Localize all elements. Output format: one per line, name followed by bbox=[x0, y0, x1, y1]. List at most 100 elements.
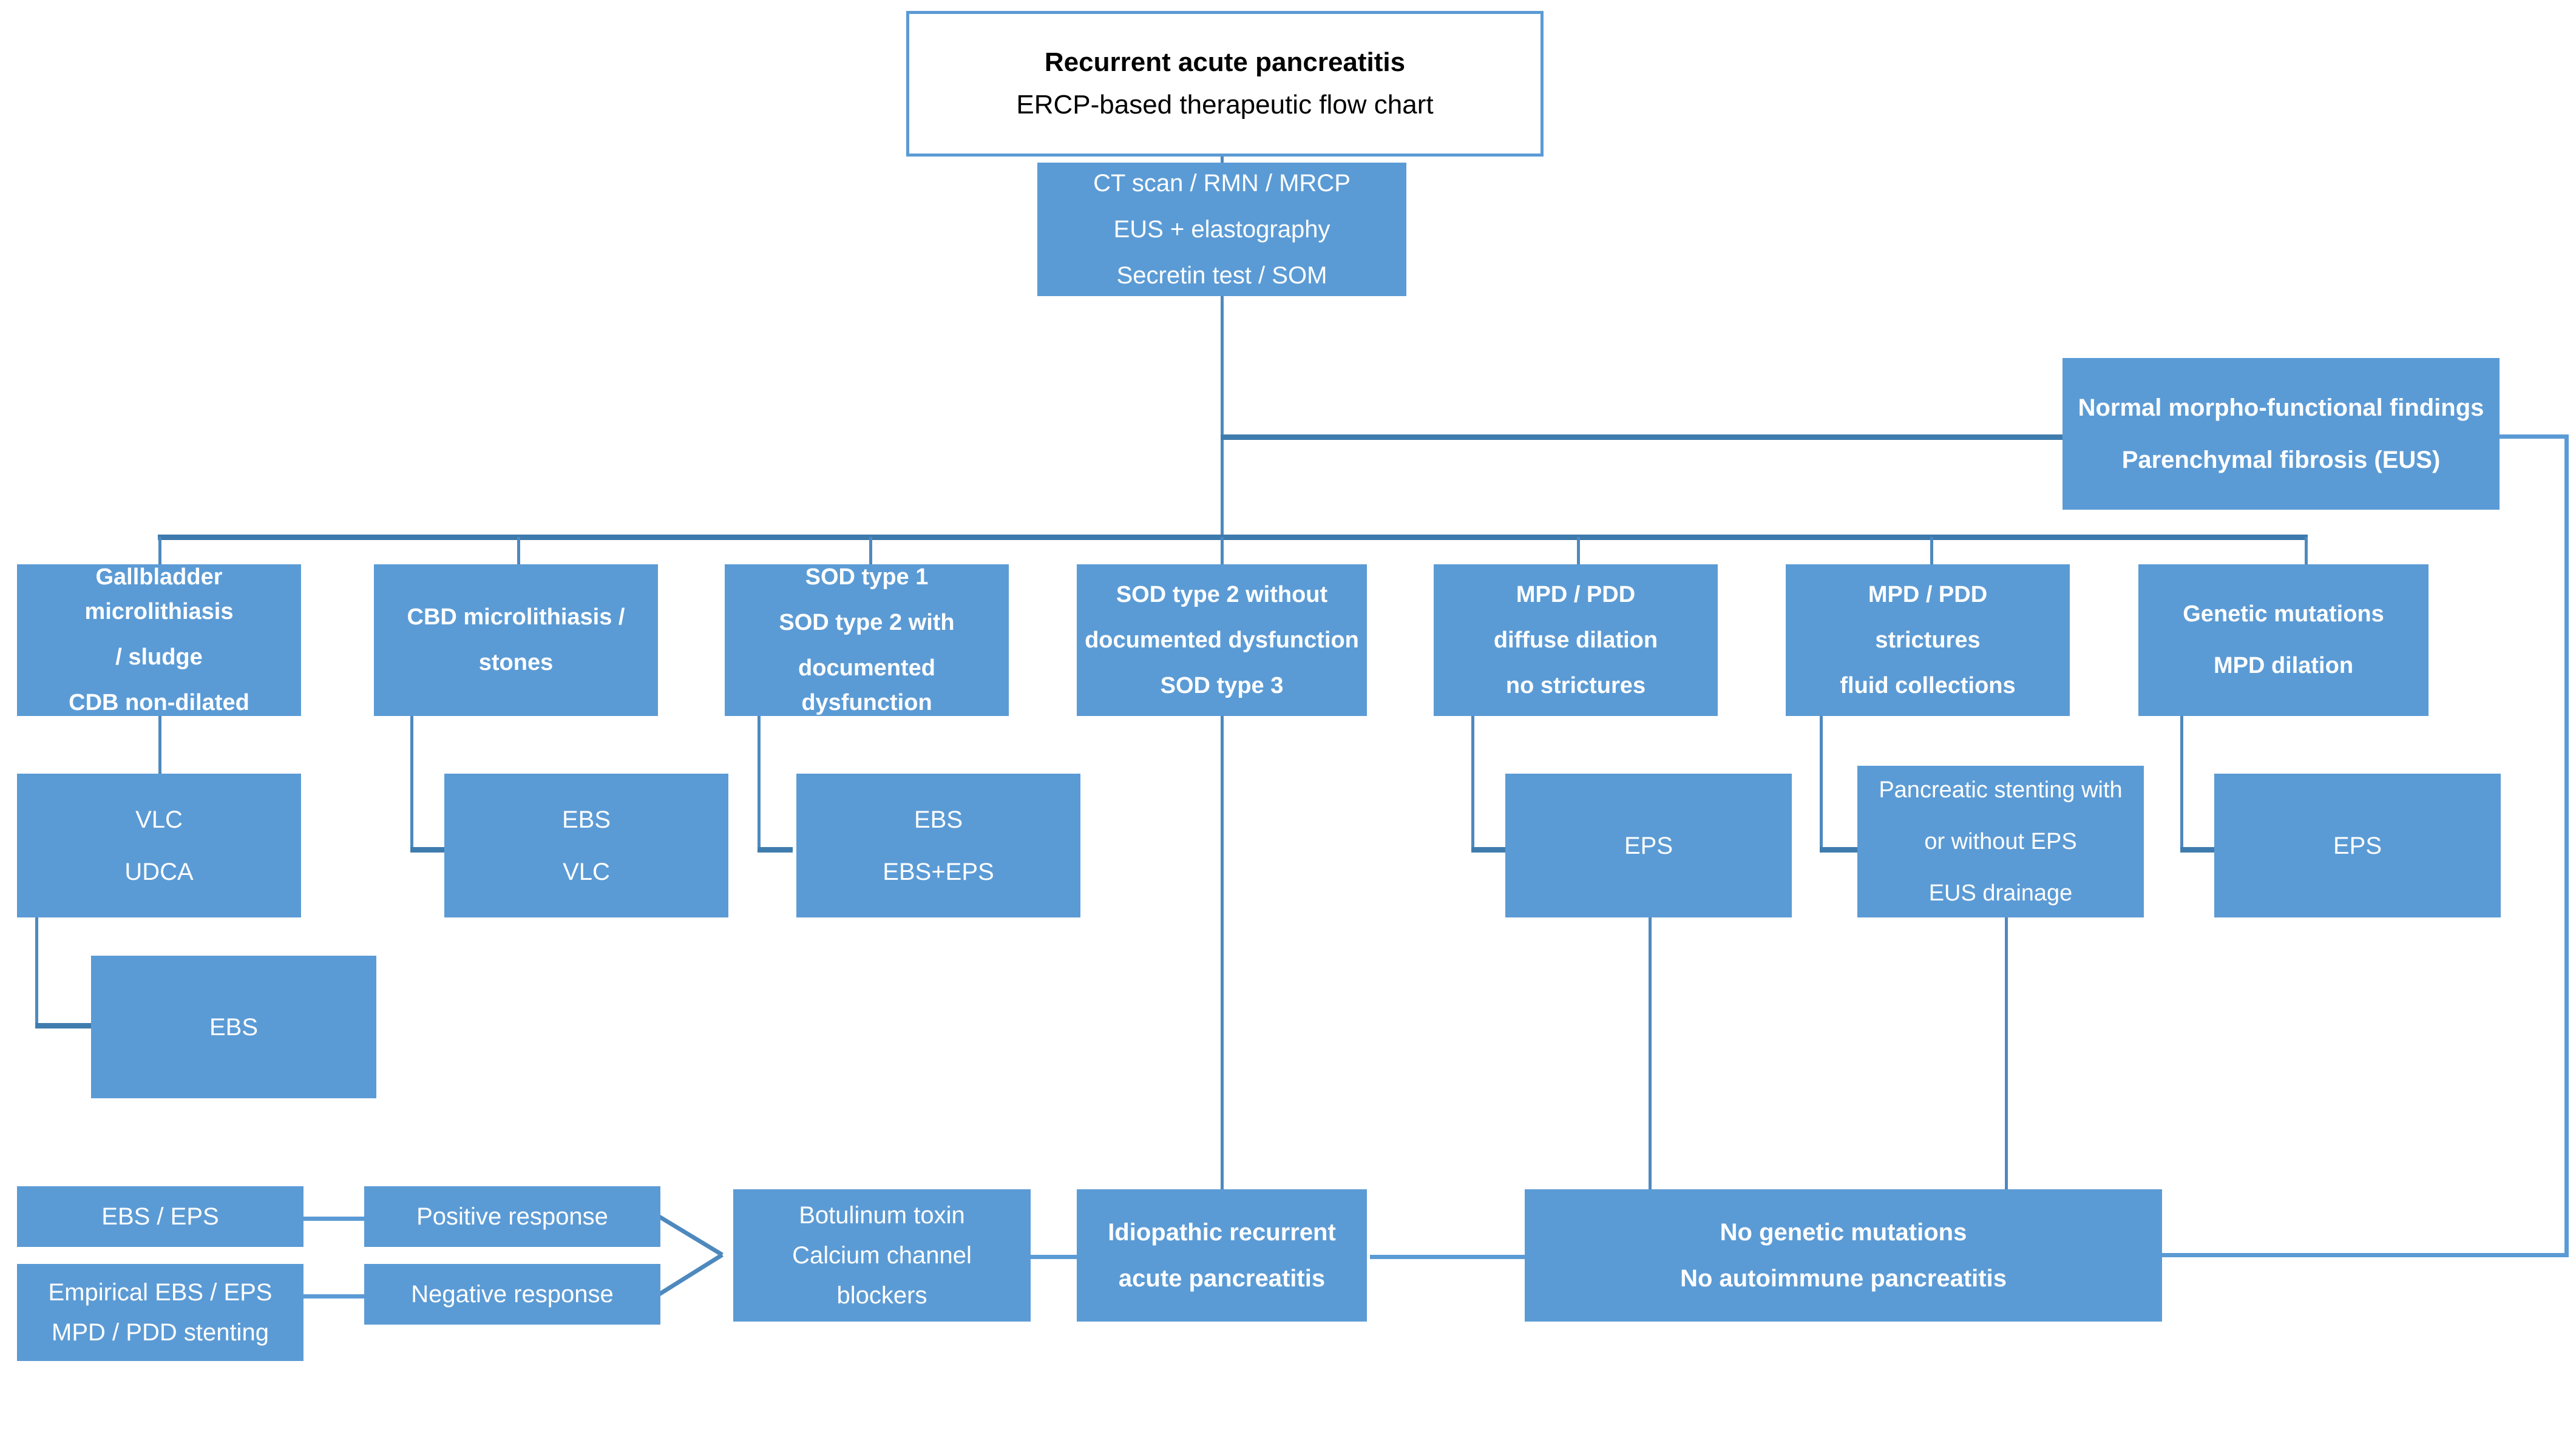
connector-bus-drop-4 bbox=[1221, 537, 1224, 564]
title-box: Recurrent acute pancreatitis ERCP-based … bbox=[906, 11, 1544, 157]
bottom-positive-response-line-1: Positive response bbox=[416, 1203, 608, 1230]
category-sod1-box: SOD type 1 SOD type 2 with documented dy… bbox=[725, 564, 1009, 716]
category-gallbladder-box: Gallbladder microlithiasis / sludge CDB … bbox=[17, 564, 301, 716]
category-sod2-sod3-line-2: documented dysfunction bbox=[1085, 627, 1359, 653]
connector-stenting-to-no-mutations bbox=[2005, 917, 2008, 1194]
category-gallbladder-line-1: Gallbladder microlithiasis bbox=[84, 564, 234, 624]
treatment-eps-1-line-1: EPS bbox=[1624, 832, 1673, 859]
category-mpd-diffuse-line-1: MPD / PDD bbox=[1516, 581, 1636, 607]
category-mpd-diffuse-box: MPD / PDD diffuse dilation no strictures bbox=[1434, 564, 1718, 716]
category-cbd-line-2: stones bbox=[478, 650, 554, 675]
treatment-pancreatic-stenting-line-1: Pancreatic stenting with bbox=[1879, 777, 2123, 803]
normal-findings-line-2: Parenchymal fibrosis (EUS) bbox=[2121, 447, 2441, 473]
connector-sod2-to-idiopathic bbox=[1221, 716, 1224, 1195]
bottom-ebs-eps-box: EBS / EPS bbox=[17, 1186, 303, 1247]
treatment-ebs-vlc-box: EBS VLC bbox=[444, 774, 728, 917]
treatment-ebs-vlc-line-2: VLC bbox=[563, 858, 610, 885]
workup-line-1: CT scan / RMN / MRCP bbox=[1093, 170, 1351, 197]
connector-eps1-to-no-mutations bbox=[1649, 917, 1652, 1194]
treatment-ebs-line-1: EBS bbox=[209, 1013, 259, 1041]
category-mpd-strictures-line-1: MPD / PDD bbox=[1868, 581, 1988, 607]
connector-genetic-elbow-v bbox=[2180, 716, 2183, 849]
connector-cbd-elbow-h bbox=[410, 847, 444, 853]
bottom-empirical-box: Empirical EBS / EPS MPD / PDD stenting bbox=[17, 1264, 303, 1361]
category-sod2-sod3-box: SOD type 2 without documented dysfunctio… bbox=[1077, 564, 1367, 716]
treatment-pancreatic-stenting-line-3: EUS drainage bbox=[1928, 880, 2073, 906]
bottom-positive-response-box: Positive response bbox=[364, 1186, 660, 1247]
connector-genetic-elbow-h bbox=[2180, 847, 2214, 853]
treatment-ebs-box: EBS bbox=[91, 956, 376, 1098]
treatment-eps-2-box: EPS bbox=[2214, 774, 2501, 917]
treatment-pancreatic-stenting-box: Pancreatic stenting with or without EPS … bbox=[1857, 766, 2144, 917]
diagonal-negative-arm bbox=[658, 1253, 724, 1296]
category-cbd-box: CBD microlithiasis / stones bbox=[374, 564, 658, 716]
category-sod1-line-1: SOD type 1 bbox=[805, 564, 929, 590]
connector-mpd-strict-elbow-h bbox=[1820, 847, 1857, 853]
bottom-ebs-eps-line-1: EBS / EPS bbox=[101, 1203, 219, 1230]
connector-mpd-diffuse-elbow-v bbox=[1471, 716, 1474, 849]
category-sod2-sod3-line-1: SOD type 2 without bbox=[1116, 581, 1328, 607]
connector-vlc-to-ebs-v bbox=[35, 917, 38, 1027]
treatment-pancreatic-stenting-line-2: or without EPS bbox=[1924, 828, 2077, 854]
connector-return-bottom bbox=[2162, 1253, 2568, 1257]
treatment-vlc-udca-line-1: VLC bbox=[135, 806, 183, 833]
category-mpd-strictures-line-2: strictures bbox=[1875, 627, 1981, 653]
category-gallbladder-line-2: / sludge bbox=[115, 644, 203, 670]
bottom-no-mutations-line-2: No autoimmune pancreatitis bbox=[1680, 1265, 2007, 1292]
treatment-eps-1-box: EPS bbox=[1505, 774, 1792, 917]
bottom-empirical-line-1: Empirical EBS / EPS bbox=[48, 1279, 273, 1306]
category-genetic-line-1: Genetic mutations bbox=[2183, 601, 2384, 627]
workup-line-3: Secretin test / SOM bbox=[1116, 262, 1327, 289]
category-sod2-sod3-line-3: SOD type 3 bbox=[1160, 672, 1284, 698]
normal-findings-line-1: Normal morpho-functional findings bbox=[2078, 394, 2484, 421]
treatment-vlc-udca-line-2: UDCA bbox=[124, 858, 194, 885]
treatment-ebs-ebseps-box: EBS EBS+EPS bbox=[796, 774, 1080, 917]
bottom-negative-response-box: Negative response bbox=[364, 1264, 660, 1325]
connector-category-bus bbox=[158, 535, 2308, 540]
bottom-negative-response-line-1: Negative response bbox=[411, 1281, 614, 1308]
connector-cbd-elbow-v bbox=[410, 716, 413, 849]
bottom-no-mutations-box: No genetic mutations No autoimmune pancr… bbox=[1525, 1189, 2162, 1322]
treatment-vlc-udca-box: VLC UDCA bbox=[17, 774, 301, 917]
category-genetic-line-2: MPD dilation bbox=[2213, 653, 2354, 678]
category-sod1-line-3: documented dysfunction bbox=[798, 655, 935, 715]
bottom-no-mutations-line-1: No genetic mutations bbox=[1720, 1219, 1967, 1246]
connector-bus-drop-5 bbox=[1577, 537, 1580, 564]
title-line-2: ERCP-based therapeutic flow chart bbox=[1016, 90, 1434, 120]
treatment-ebs-ebseps-line-1: EBS bbox=[913, 806, 963, 833]
connector-workup-spine bbox=[1221, 296, 1224, 546]
normal-findings-box: Normal morpho-functional findings Parenc… bbox=[2062, 358, 2500, 510]
connector-bus-drop-6 bbox=[1930, 537, 1933, 564]
connector-vlc-to-ebs-h bbox=[35, 1023, 91, 1028]
category-mpd-diffuse-line-2: diffuse dilation bbox=[1493, 627, 1658, 653]
category-mpd-strictures-line-3: fluid collections bbox=[1840, 672, 2016, 698]
bottom-idiopathic-line-1: Idiopathic recurrent bbox=[1108, 1219, 1336, 1246]
connector-bus-drop-7 bbox=[2305, 537, 2308, 564]
connector-bus-drop-1 bbox=[158, 537, 161, 564]
connector-mpd-diffuse-elbow-h bbox=[1471, 847, 1505, 853]
category-cbd-line-1: CBD microlithiasis / bbox=[407, 604, 625, 630]
connector-sod1-elbow-v bbox=[758, 716, 761, 849]
connector-empirical-to-negative bbox=[303, 1294, 364, 1299]
bottom-idiopathic-box: Idiopathic recurrent acute pancreatitis bbox=[1077, 1189, 1367, 1322]
treatment-ebs-vlc-line-1: EBS bbox=[561, 806, 611, 833]
bottom-botulinum-line-1: Botulinum toxin bbox=[799, 1202, 965, 1229]
connector-gallbladder-to-vlc bbox=[158, 716, 161, 774]
bottom-botulinum-line-3: blockers bbox=[836, 1282, 927, 1309]
connector-bus-drop-3 bbox=[869, 537, 872, 564]
treatment-ebs-ebseps-line-2: EBS+EPS bbox=[883, 858, 994, 885]
category-mpd-strictures-box: MPD / PDD strictures fluid collections bbox=[1786, 564, 2070, 716]
treatment-eps-2-line-1: EPS bbox=[2333, 832, 2382, 859]
diagonal-positive-arm bbox=[658, 1215, 724, 1257]
category-sod1-line-2: SOD type 2 with bbox=[779, 610, 955, 635]
connector-return-top bbox=[2499, 434, 2569, 439]
connector-botulinum-to-idiopathic bbox=[1030, 1255, 1079, 1259]
connector-ebseps-to-positive bbox=[303, 1217, 364, 1221]
title-line-1: Recurrent acute pancreatitis bbox=[1044, 47, 1406, 77]
connector-bus-drop-2 bbox=[517, 537, 520, 564]
category-mpd-diffuse-line-3: no strictures bbox=[1505, 672, 1646, 698]
workup-box: CT scan / RMN / MRCP EUS + elastography … bbox=[1037, 163, 1406, 296]
connector-return-vertical bbox=[2564, 434, 2569, 1257]
category-genetic-box: Genetic mutations MPD dilation bbox=[2138, 564, 2429, 716]
